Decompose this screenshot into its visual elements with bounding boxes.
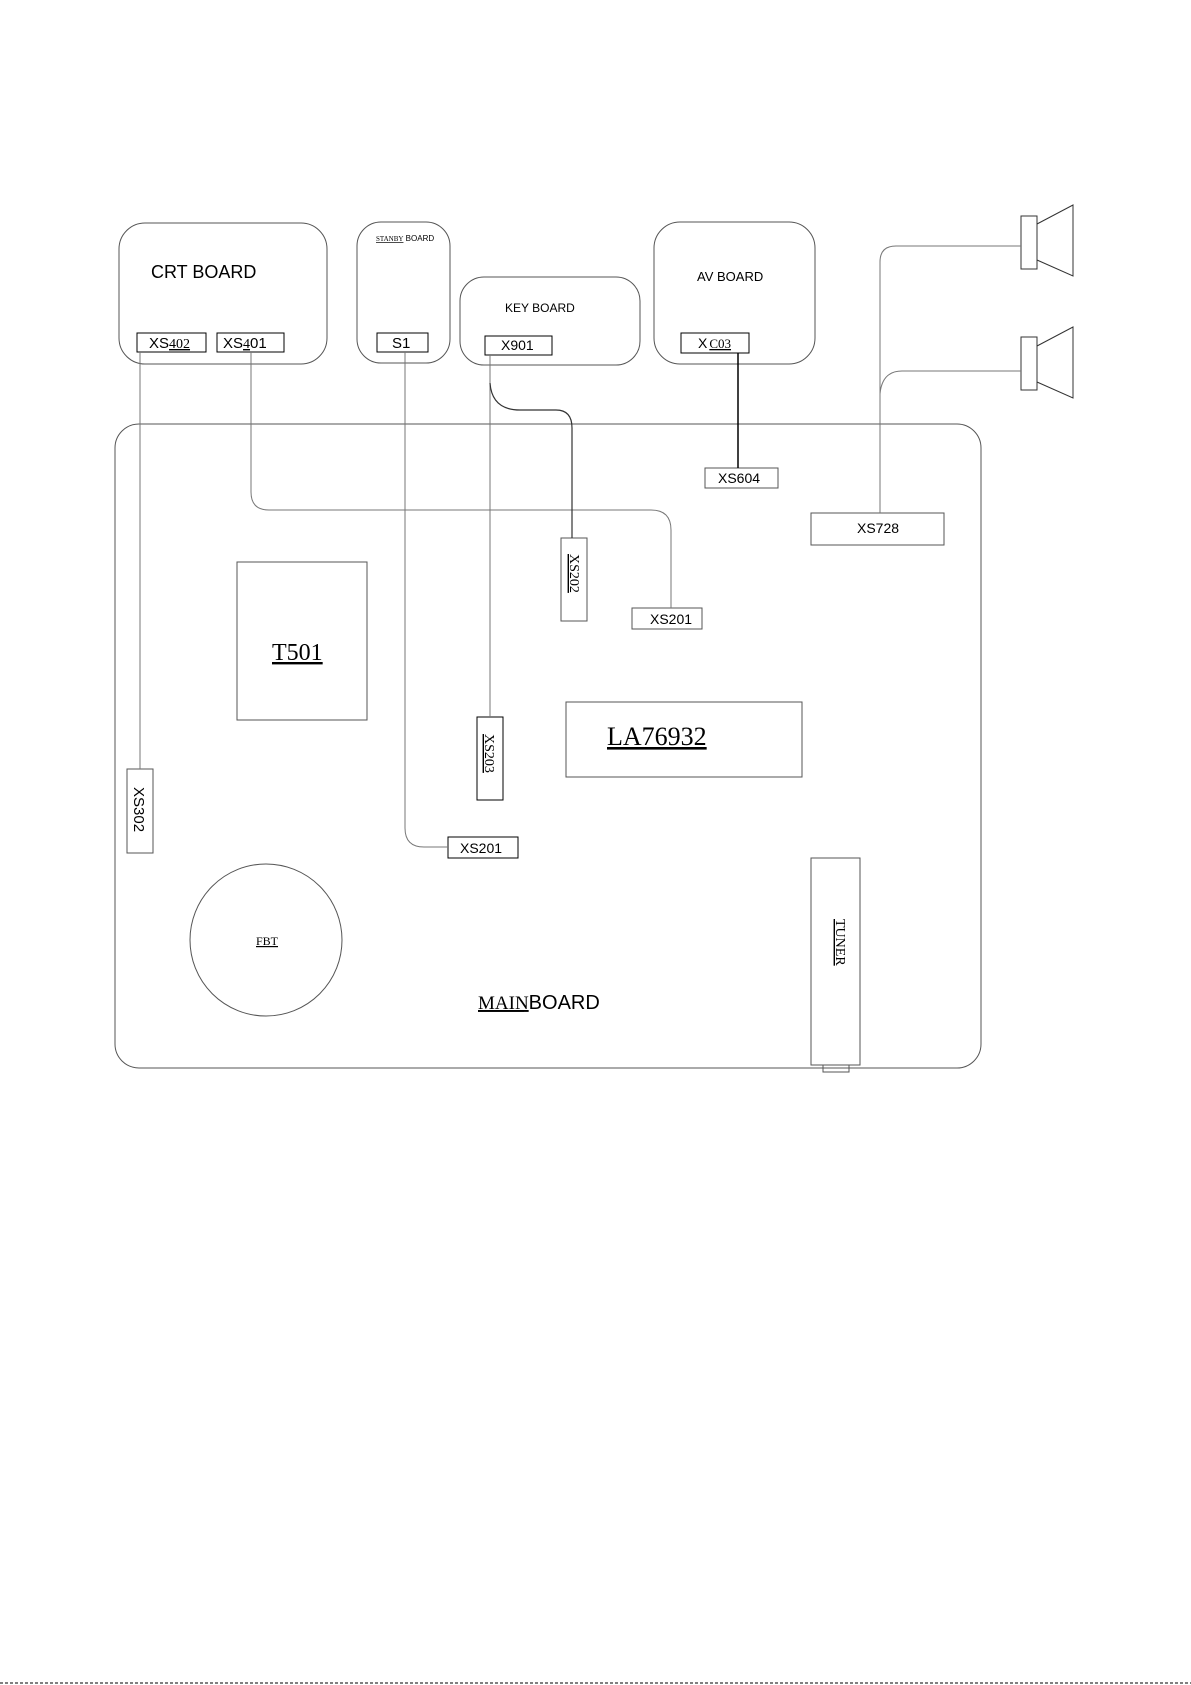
svg-text:XS302: XS302 [130,787,147,832]
svg-text:XS401: XS401 [223,335,267,352]
av-board-label: AV BOARD [697,269,763,284]
svg-text:XS201: XS201 [650,611,692,627]
crt-board-label: CRT BOARD [151,262,256,282]
svg-text:XS201: XS201 [460,840,502,856]
svg-text:XS402: XS402 [149,335,190,352]
svg-text:XS728: XS728 [857,520,899,536]
key-board-label: KEY BOARD [505,301,575,315]
svg-text:S1: S1 [392,335,410,352]
svg-text:XS202: XS202 [566,554,581,593]
svg-text:XS203: XS203 [481,734,496,773]
svg-text:FBT: FBT [256,934,279,948]
svg-text:LA76932: LA76932 [607,722,707,751]
standby-board-label: STANBY BOARD [376,234,434,243]
svg-text:XS604: XS604 [718,470,760,486]
svg-text:T501: T501 [272,640,323,666]
svg-text:TUNER: TUNER [832,919,847,966]
svg-text:X901: X901 [501,337,534,353]
